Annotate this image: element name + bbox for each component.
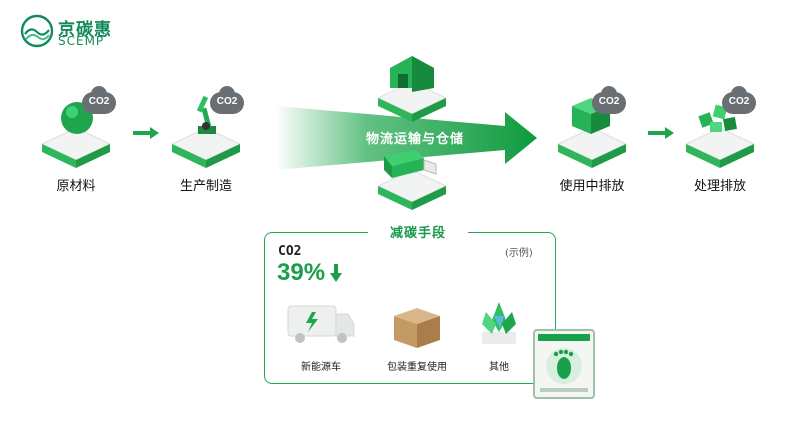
reduction-percent: 39% <box>277 259 326 286</box>
logistics-label: 物流运输与仓储 <box>365 132 464 147</box>
platform-icon <box>376 169 448 210</box>
reduction-co2-label: CO2 <box>278 244 302 259</box>
wave-logo-icon <box>20 14 54 48</box>
co2-cloud-icon: CO2 <box>722 86 756 116</box>
plant-leaves-icon <box>482 302 516 344</box>
carbon-footprint-label-icon <box>533 329 595 399</box>
reduction-item-packaging: 包装重复使用 <box>387 362 447 373</box>
stage-label-disposal: 处理排放 <box>693 179 746 194</box>
reduction-item-other: 其他 <box>489 362 509 373</box>
stage-label-manufacturing: 生产制造 <box>179 179 232 194</box>
flow-arrow-icon <box>133 127 159 139</box>
truck-icon <box>384 150 437 178</box>
stage-truck <box>372 146 452 236</box>
co2-cloud-icon: CO2 <box>592 86 626 116</box>
stage-warehouse <box>372 50 452 140</box>
cardboard-box-icon <box>394 308 440 348</box>
platform-icon <box>556 127 628 168</box>
co2-cloud-icon: CO2 <box>82 86 116 116</box>
platform-icon <box>170 127 242 168</box>
platform-icon <box>684 127 756 168</box>
stage-raw-materials: CO2 <box>36 86 116 180</box>
stage-manufacturing: CO2 <box>166 86 246 180</box>
arrow-down-icon <box>330 264 342 282</box>
stage-label-raw-materials: 原材料 <box>56 179 96 194</box>
electric-truck-icon <box>287 305 355 343</box>
platform-icon <box>376 81 448 122</box>
reduction-panel-title: 减碳手段 <box>368 222 468 241</box>
example-note: (示例) <box>505 248 533 259</box>
reduction-item-ev: 新能源车 <box>301 362 341 373</box>
flow-arrow-icon <box>648 127 674 139</box>
warehouse-icon <box>390 56 434 92</box>
brand-logo: 京碳惠 SCEMP <box>20 14 150 50</box>
logo-chinese-name: 京碳惠 <box>58 20 112 40</box>
stage-label-in-use: 使用中排放 <box>559 179 625 194</box>
robot-arm-icon <box>196 95 216 134</box>
co2-cloud-icon: CO2 <box>210 86 244 116</box>
logo-english-name: SCEMP <box>58 34 105 48</box>
platform-icon <box>40 127 112 168</box>
stage-disposal: CO2 <box>680 86 760 180</box>
stage-in-use: CO2 <box>552 86 632 180</box>
logistics-big-arrow <box>275 106 537 170</box>
